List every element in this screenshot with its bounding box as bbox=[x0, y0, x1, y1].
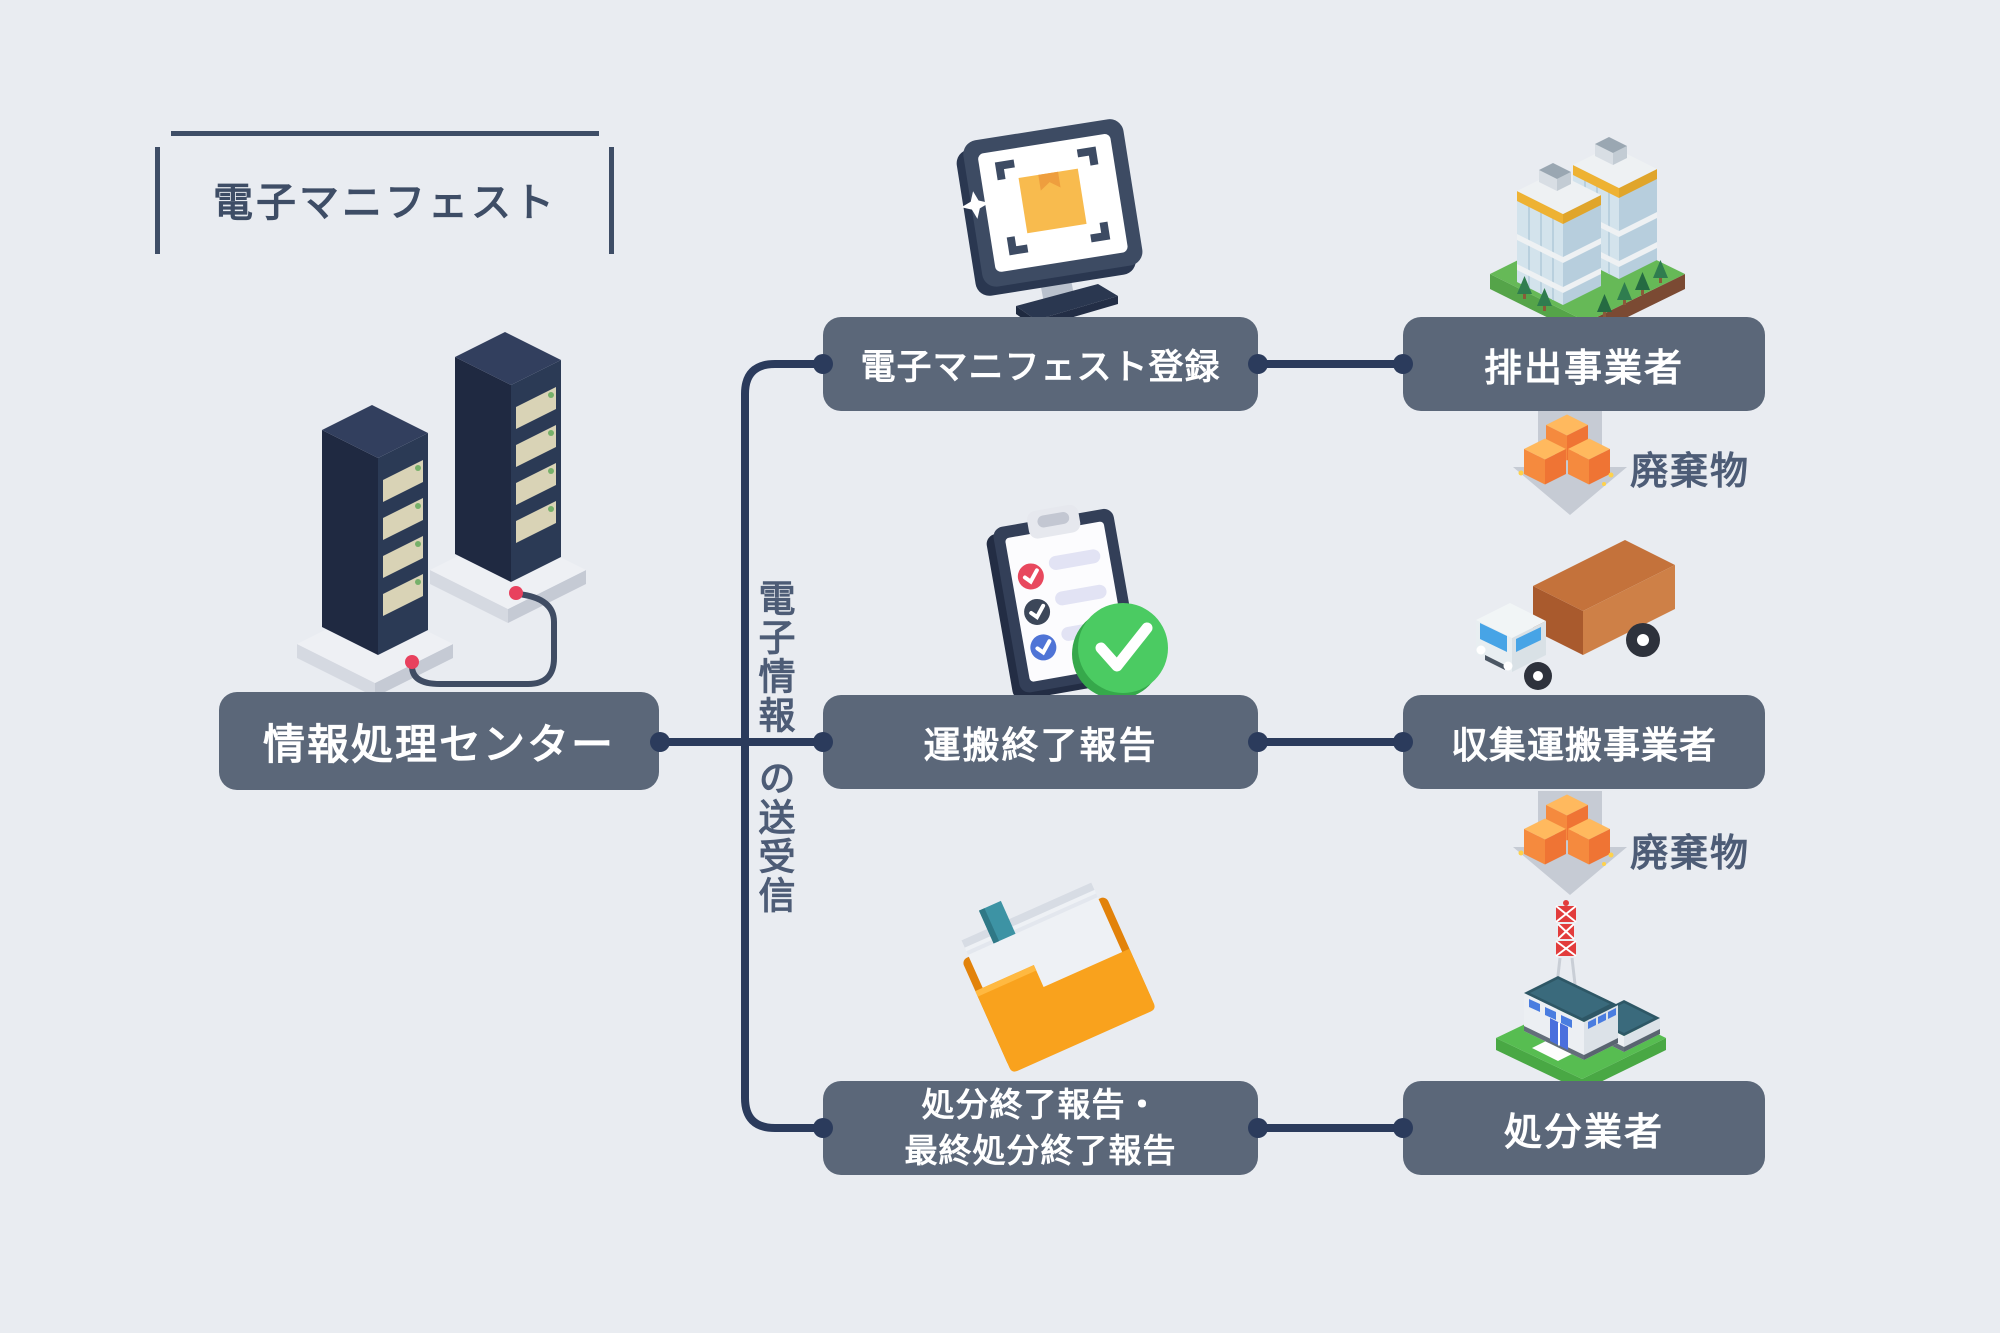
hub-box-information-processing-center: 情報処理センター bbox=[219, 692, 659, 790]
server-rack-icon bbox=[297, 332, 586, 697]
page-title: 電子マニフェスト bbox=[213, 180, 557, 226]
actor-box-collection-transporter: 収集運搬事業者 bbox=[1403, 695, 1765, 789]
flow-box-label: 電子マニフェスト登録 bbox=[860, 347, 1221, 388]
title-frame-top-line bbox=[171, 131, 599, 136]
flow-box-label-line1: 処分終了報告・ bbox=[921, 1084, 1160, 1124]
title-frame-left-line bbox=[155, 147, 160, 254]
actor-box-waste-emitter: 排出事業者 bbox=[1403, 317, 1765, 411]
actor-box-label: 処分業者 bbox=[1503, 1109, 1664, 1154]
waste-cubes bbox=[1518, 794, 1614, 866]
waste-cubes-down-arrow-icon bbox=[1513, 411, 1627, 515]
flow-box-label-line2: 最終処分終了報告 bbox=[904, 1131, 1177, 1170]
monitor-scan-icon bbox=[956, 119, 1143, 328]
actor-box-label: 排出事業者 bbox=[1483, 345, 1684, 390]
hub-box-label: 情報処理センター bbox=[262, 719, 615, 769]
office-building-icon bbox=[1490, 137, 1685, 331]
exchange-label-part1: 電子情報 bbox=[752, 579, 795, 735]
checklist-clipboard-icon bbox=[986, 504, 1168, 700]
actor-box-label: 収集運搬事業者 bbox=[1451, 724, 1717, 767]
document-folder-icon bbox=[961, 882, 1155, 1072]
waste-label: 廃棄物 bbox=[1630, 449, 1751, 493]
truck-icon bbox=[1476, 540, 1675, 690]
title-frame-right-line bbox=[609, 147, 614, 254]
waste-cubes-down-arrow-icon bbox=[1513, 791, 1627, 895]
factory-icon bbox=[1496, 900, 1666, 1088]
waste-cubes bbox=[1518, 414, 1614, 486]
flow-box-manifest-registration: 電子マニフェスト登録 bbox=[823, 317, 1258, 411]
exchange-label-part2: の送受信 bbox=[752, 759, 795, 915]
actor-box-disposer: 処分業者 bbox=[1403, 1081, 1765, 1175]
spine-connector bbox=[741, 360, 823, 1132]
flow-box-label: 運搬終了報告 bbox=[923, 724, 1158, 767]
flow-box-transport-completion-report: 運搬終了報告 bbox=[823, 695, 1258, 789]
flow-box-disposal-completion-report: 処分終了報告・ 最終処分終了報告 bbox=[823, 1081, 1258, 1175]
waste-label: 廃棄物 bbox=[1630, 831, 1751, 875]
